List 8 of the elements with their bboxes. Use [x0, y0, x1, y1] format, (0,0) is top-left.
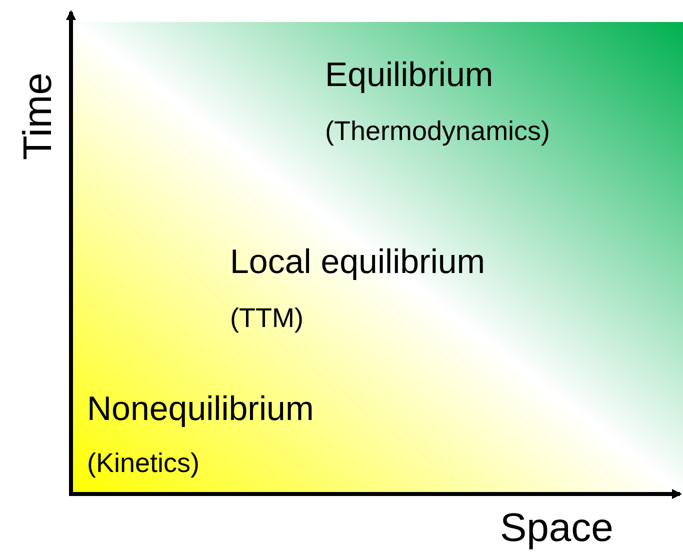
region-subtitle: (Kinetics)	[87, 450, 200, 477]
region-label: Local equilibrium	[230, 245, 486, 279]
region-subtitle: (Thermodynamics)	[325, 118, 550, 145]
region-label: Nonequilibrium	[87, 392, 314, 426]
region-subtitle: (TTM)	[230, 305, 304, 332]
axis-title: Time	[18, 72, 58, 160]
axis-title: Space	[500, 508, 614, 548]
region-label: Equilibrium	[325, 58, 494, 92]
